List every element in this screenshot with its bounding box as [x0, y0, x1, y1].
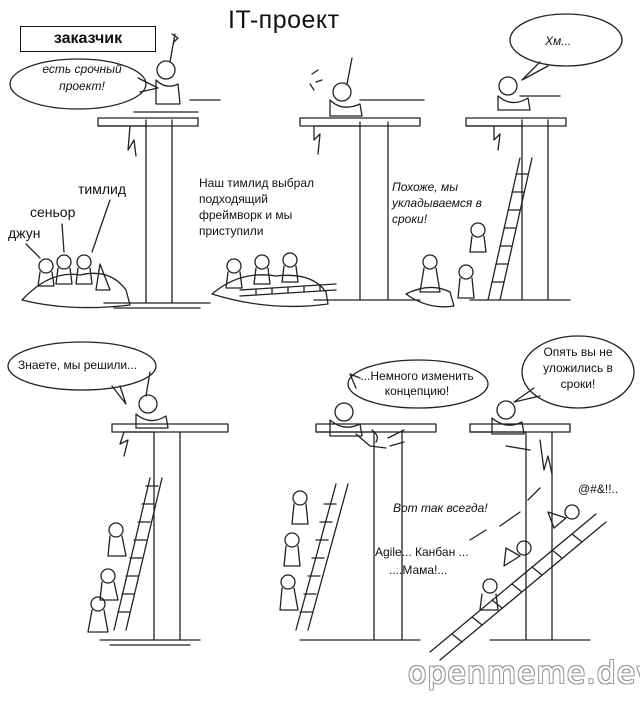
panel-5-speech-line-1: ...Немного изменить — [360, 369, 474, 383]
speech-bubble — [521, 335, 635, 409]
panel-6-shout-1: Вот так всегда! — [393, 501, 488, 515]
panel-6-speech-line-1: Опять вы не — [543, 345, 613, 359]
speech-bubble — [7, 341, 157, 391]
speech-bubble — [9, 58, 147, 110]
panel-4-art — [7, 341, 229, 646]
panel-6-art — [429, 335, 635, 661]
panel-3-caption-line-1: Похоже, мы — [392, 180, 459, 194]
panel-5-art — [279, 359, 489, 641]
panel-4-speech: Знаете, мы решили... — [18, 358, 138, 372]
panel-6-shout-4: ....Мама!... — [389, 563, 448, 577]
panel-6-speech-line-3: сроки! — [560, 377, 596, 391]
panel-2-caption-line-2: подходящий — [199, 192, 268, 206]
panel-1-speech-line-2: проект! — [59, 79, 105, 93]
panel-1-speech-line-1: есть срочный — [42, 62, 122, 76]
panel-3-speech: Хм... — [545, 34, 572, 48]
label-teamlead: тимлид — [78, 181, 127, 197]
panel-1-art — [9, 33, 221, 309]
panel-6-speech-line-2: уложились в — [543, 361, 613, 375]
panel-6-shout-2: @#&!!.. — [578, 482, 619, 496]
panel-6-shout-3: Agile... Канбан ... — [375, 545, 469, 559]
label-junior: джун — [8, 225, 41, 241]
panel-3-caption-line-3: сроки! — [392, 212, 428, 226]
panel-2-caption-line-4: приступили — [199, 224, 264, 238]
panel-2-caption-line-1: Наш тимлид выбрал — [199, 176, 315, 190]
speech-bubble — [509, 13, 623, 67]
speech-bubble — [347, 359, 489, 409]
customer-label: заказчик — [20, 26, 156, 52]
watermark: openmeme.dev — [408, 656, 640, 691]
panel-2-art — [211, 57, 425, 308]
label-senior: сеньор — [30, 204, 76, 220]
panel-3-art — [405, 13, 623, 308]
panel-5-speech-line-2: концепцию! — [384, 384, 450, 398]
page-title: IT-проект — [228, 6, 340, 34]
panel-2-caption-line-3: фреймворк и мы — [199, 208, 293, 222]
panel-3-caption-line-2: укладываемся в — [392, 196, 482, 210]
